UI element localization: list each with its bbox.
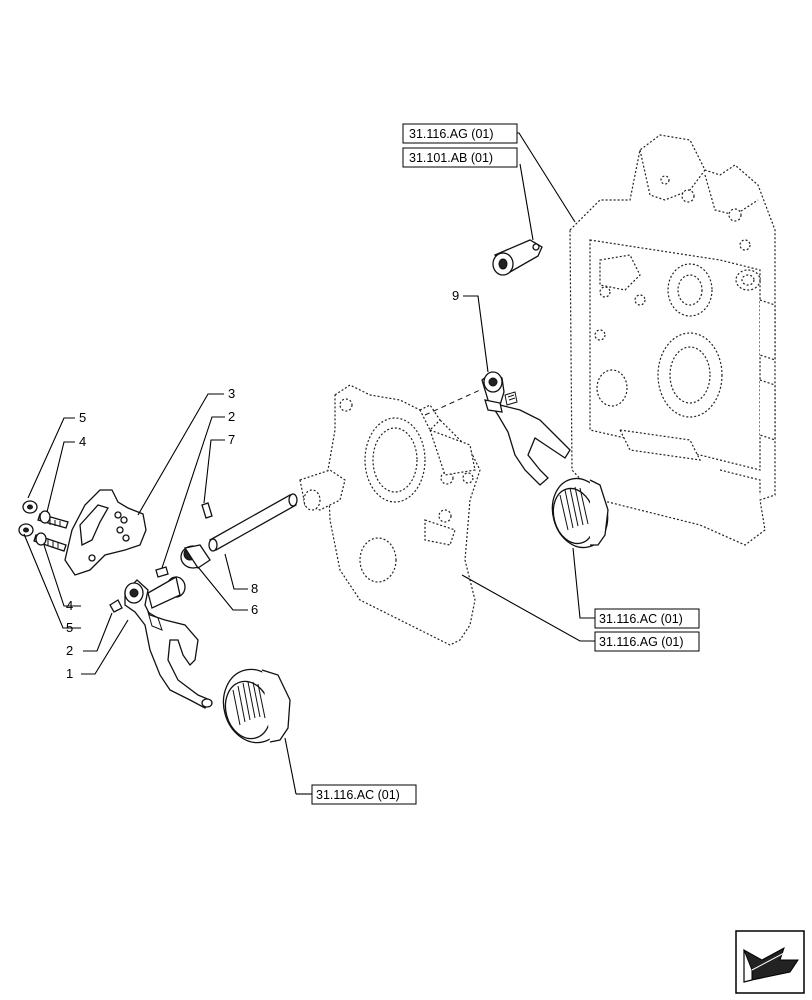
callout-5: 5	[66, 620, 73, 635]
callout-3: 3	[228, 386, 235, 401]
callout-2: 2	[66, 643, 73, 658]
shift-fork-1	[124, 575, 213, 709]
callout-1: 1	[66, 666, 73, 681]
synchronizer-ring-upper	[551, 477, 609, 549]
reference-ab[interactable]: 31.101.AB (01)	[402, 147, 518, 168]
roll-pin-7	[201, 502, 213, 519]
washer-bolt-set	[18, 500, 69, 552]
detent-plate-3	[64, 489, 147, 576]
svg-text:31.116.AC (01): 31.116.AC (01)	[316, 788, 400, 802]
callout-2: 2	[228, 409, 235, 424]
cover-housing	[299, 384, 481, 646]
callout-6: 6	[251, 602, 258, 617]
transmission-housing	[569, 134, 776, 546]
shift-fork-9	[481, 371, 571, 486]
next-page-arrow-icon[interactable]	[735, 930, 805, 994]
callout-4: 4	[66, 598, 73, 613]
reference-ag-top[interactable]: 31.116.AG (01)	[402, 123, 518, 144]
leader-lines	[23, 132, 595, 795]
svg-text:31.116.AG (01): 31.116.AG (01)	[599, 635, 684, 649]
callout-labels: 1 2 5 4 5 4 3 2 7 8 6 9	[66, 288, 459, 681]
bushing-6	[180, 544, 211, 569]
roll-pin-2	[155, 566, 169, 578]
reference-ac-right[interactable]: 31.116.AC (01)	[594, 608, 700, 629]
reference-ac-bottom[interactable]: 31.116.AC (01)	[311, 784, 417, 805]
callout-9: 9	[452, 288, 459, 303]
reference-ag-bottom[interactable]: 31.116.AG (01)	[594, 631, 700, 652]
roll-pin-2	[109, 599, 123, 613]
selector-lever	[492, 239, 543, 276]
callout-5: 5	[79, 410, 86, 425]
shift-rail-8	[208, 493, 298, 552]
callout-4: 4	[79, 434, 86, 449]
svg-text:31.116.AG (01): 31.116.AG (01)	[409, 127, 494, 141]
synchronizer-ring-lower	[222, 668, 291, 744]
alignment-line	[424, 389, 481, 416]
svg-text:31.101.AB (01): 31.101.AB (01)	[409, 151, 493, 165]
callout-8: 8	[251, 581, 258, 596]
svg-text:31.116.AC (01): 31.116.AC (01)	[599, 612, 683, 626]
callout-7: 7	[228, 432, 235, 447]
